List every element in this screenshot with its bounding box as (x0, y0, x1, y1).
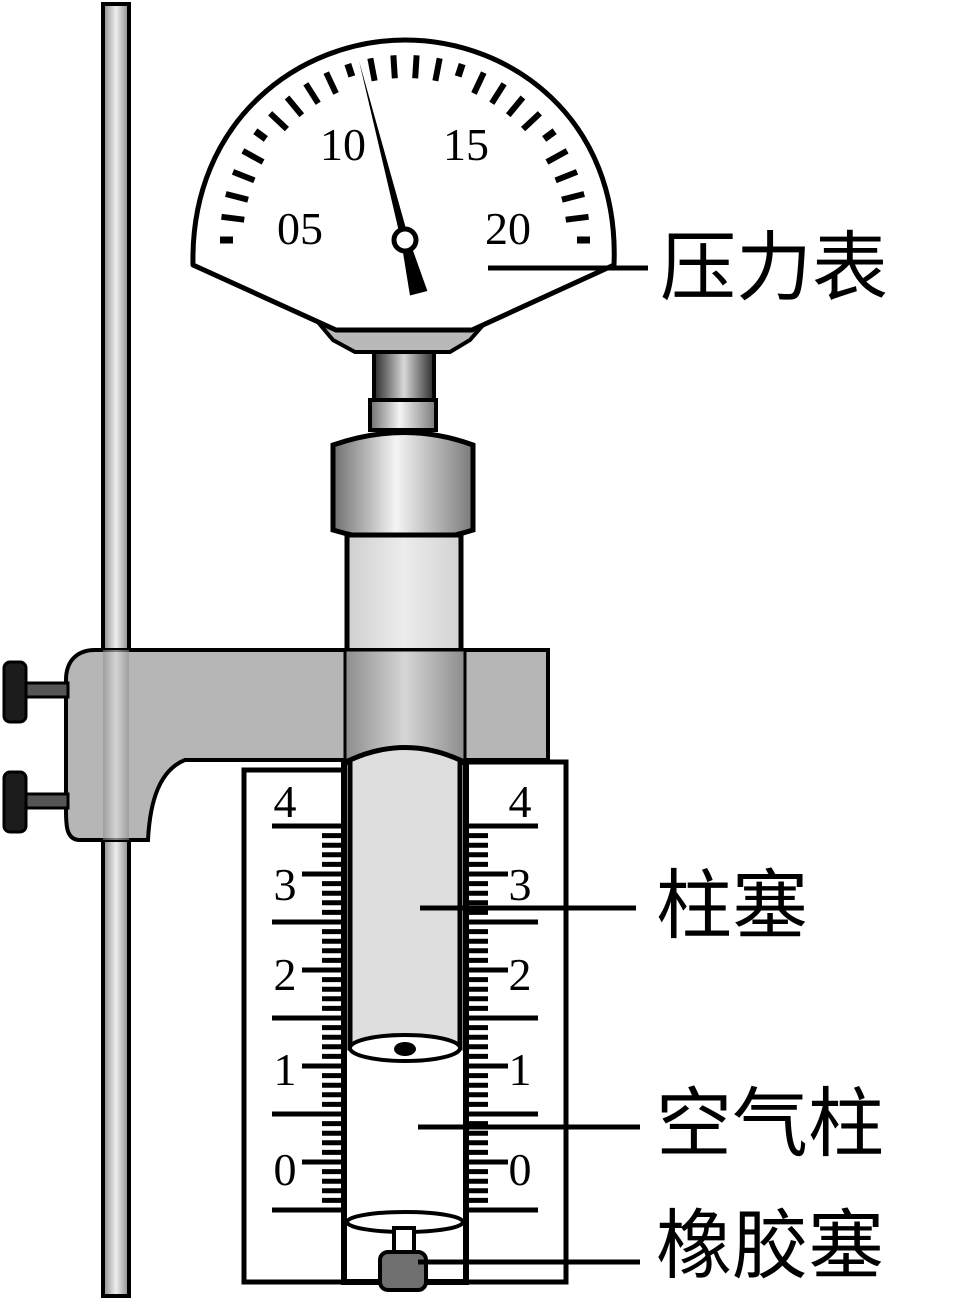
gauge-number: 20 (485, 203, 531, 254)
plunger (347, 745, 463, 1051)
scale-numbers: 4 3 2 1 0 4 3 2 1 0 (274, 776, 532, 1195)
gauge-tick (231, 169, 256, 184)
gauge-tick (221, 213, 245, 223)
gauge-needle (358, 60, 428, 296)
plunger-seal-dot (394, 1042, 416, 1056)
scale-ticks (272, 823, 538, 1213)
label-plunger: 柱塞 (656, 861, 808, 950)
gauge-tick (505, 95, 526, 118)
gauge-tick (454, 62, 466, 78)
gauge-tick (412, 55, 420, 79)
gauge-tick (367, 57, 378, 82)
needle-pointer (358, 60, 428, 296)
coupling-nut (330, 430, 476, 544)
scale-number-left: 3 (274, 859, 297, 910)
gauge-tick (561, 191, 585, 203)
scale-number-right: 0 (509, 1144, 532, 1195)
gauge-tick (545, 148, 569, 165)
gauge-tick (489, 82, 507, 105)
gauge-tick (390, 55, 398, 79)
scale-number-left: 0 (274, 1144, 297, 1195)
gauge-tick (344, 62, 356, 78)
gauge-tick (253, 128, 268, 142)
gauge-tick (554, 169, 579, 184)
gauge-face (190, 37, 617, 333)
label-air-column: 空气柱 (656, 1079, 884, 1168)
scale-number-left: 4 (274, 776, 297, 827)
pressure-gauge: 05 10 15 20 (190, 37, 617, 354)
gauge-tick (323, 71, 339, 95)
scale-board-right (463, 759, 569, 1285)
scale-number-right: 1 (509, 1044, 532, 1095)
rubber-stopper (378, 1250, 428, 1292)
needle-pivot (391, 226, 419, 254)
gauge-tick (284, 95, 305, 118)
gauge-number: 05 (277, 203, 323, 254)
gauge-stem (372, 350, 436, 406)
gauge-tick (432, 57, 443, 82)
gauge-tick (225, 191, 249, 203)
gauge-tick (542, 128, 557, 142)
gauge-number: 10 (320, 119, 366, 170)
gauge-number: 15 (443, 119, 489, 170)
stand-rod-front (103, 650, 129, 840)
plunger-rod (344, 532, 464, 668)
gauge-tick (241, 148, 265, 165)
clamp-screw (2, 770, 70, 834)
scale-number-left: 2 (274, 949, 297, 1000)
scale-number-right: 3 (509, 859, 532, 910)
label-rubber-stopper: 橡胶塞 (656, 1201, 884, 1290)
scale-number-right: 2 (509, 949, 532, 1000)
gauge-tick (521, 111, 542, 132)
gauge-tick (268, 111, 289, 132)
scale-number-left: 1 (274, 1044, 297, 1095)
gauge-tick (565, 213, 589, 223)
clamp-sleeve (343, 648, 467, 762)
rubber-stopper-stem (392, 1226, 416, 1254)
clamp-screw (2, 660, 70, 724)
gauge-tick (303, 82, 321, 105)
gauge-tick (471, 71, 487, 95)
gauge-ticks (220, 55, 590, 244)
label-pressure-gauge: 压力表 (660, 223, 888, 312)
scale-number-right: 4 (509, 776, 532, 827)
stem-collar (368, 398, 438, 432)
